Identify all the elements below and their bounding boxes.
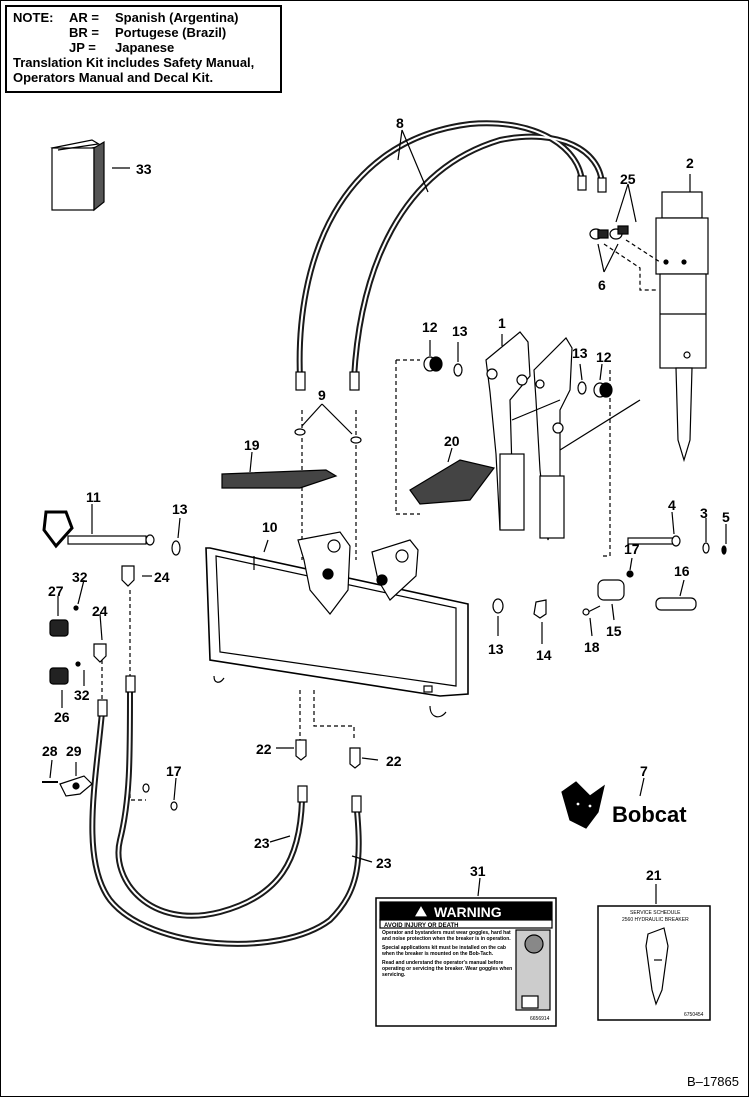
bobcat-logo [561, 777, 645, 829]
decal-19 [221, 469, 338, 489]
callout-labels: 1 2 3 4 5 6 7 8 9 10 11 12 13 13 12 13 1… [42, 115, 730, 883]
callout-27: 27 [48, 583, 64, 599]
bob-tach-plate [205, 531, 469, 718]
callout-13: 13 [452, 323, 468, 339]
fittings-25 [589, 183, 637, 273]
note-kit-line-2: Operators Manual and Decal Kit. [13, 70, 214, 85]
callout-9: 9 [318, 387, 326, 403]
warning-bullet: Read and understand the operator's manua… [382, 960, 513, 978]
callout-33: 33 [136, 161, 152, 177]
callout-24: 24 [154, 569, 170, 585]
callout-1: 1 [498, 315, 506, 331]
callout-29: 29 [66, 743, 82, 759]
note-language: Japanese [115, 40, 175, 55]
callout-28: 28 [42, 743, 58, 759]
callout-32: 32 [72, 569, 88, 585]
warning-bullets: Operator and bystanders must wear goggle… [382, 930, 513, 978]
callout-5: 5 [722, 509, 730, 525]
callout-16: 16 [674, 563, 690, 579]
callout-3: 3 [700, 505, 708, 521]
service-subtitle: 2560 HYDRAULIC BREAKER [622, 917, 689, 923]
bushings-upper [423, 340, 613, 398]
fittings-left [49, 565, 152, 708]
routing-lines [101, 239, 661, 801]
warning-bullet: Special applications kit must be install… [382, 945, 506, 957]
callout-22: 22 [256, 741, 272, 757]
callout-12b: 12 [596, 349, 612, 365]
pin-11 [42, 504, 181, 556]
note-language: Spanish (Argentina) [115, 10, 239, 25]
callout-23b: 23 [376, 855, 392, 871]
callout-7: 7 [640, 763, 648, 779]
warning-part-no: 6656914 [530, 1016, 550, 1022]
callout-25: 25 [620, 171, 636, 187]
callout-21: 21 [646, 867, 662, 883]
callout-11: 11 [86, 489, 101, 505]
callout-13c: 13 [172, 501, 188, 517]
service-title: SERVICE SCHEDULE [630, 910, 681, 916]
callout-24b: 24 [92, 603, 108, 619]
callout-10: 10 [262, 519, 278, 535]
callout-6: 6 [598, 277, 606, 293]
bobcat-wordmark: Bobcat [612, 802, 687, 827]
callout-13b: 13 [572, 345, 588, 361]
service-decal [597, 884, 711, 1021]
callout-32b: 32 [74, 687, 90, 703]
note-box: NOTE:AR =Spanish (Argentina) BR =Portuge… [5, 5, 282, 93]
callout-4: 4 [668, 497, 676, 513]
callout-12: 12 [422, 319, 438, 335]
decal-20 [409, 459, 496, 505]
callout-31: 31 [470, 863, 486, 879]
service-part-no: 6750454 [684, 1012, 704, 1018]
note-kit-line-1: Translation Kit includes Safety Manual, [13, 55, 255, 70]
manual-illustration [50, 139, 130, 212]
callout-22b: 22 [386, 753, 402, 769]
callout-20: 20 [444, 433, 460, 449]
mounting-frame [485, 331, 641, 541]
callout-13d: 13 [488, 641, 504, 657]
callout-17: 17 [624, 541, 640, 557]
callout-18: 18 [584, 639, 600, 655]
warning-subheading: AVOID INJURY OR DEATH [384, 923, 458, 929]
callout-2: 2 [686, 155, 694, 171]
callout-17b: 17 [166, 763, 182, 779]
warning-bullet: Operator and bystanders must wear goggle… [382, 930, 511, 942]
callout-14: 14 [536, 647, 552, 663]
note-language: Portugese (Brazil) [115, 25, 227, 40]
diagram-id: B–17865 [686, 1074, 739, 1089]
lower-hoses [89, 687, 362, 947]
callout-19: 19 [244, 437, 260, 453]
warning-heading: WARNING [434, 904, 502, 920]
hydraulic-breaker [655, 174, 709, 463]
upper-hoses [296, 120, 605, 381]
note-label: NOTE: [13, 10, 54, 25]
callout-26: 26 [54, 709, 70, 725]
cylinder-parts [582, 557, 697, 637]
warning-decal [375, 877, 557, 1027]
callout-23: 23 [254, 835, 270, 851]
callout-15: 15 [606, 623, 622, 639]
callout-8: 8 [396, 115, 404, 131]
